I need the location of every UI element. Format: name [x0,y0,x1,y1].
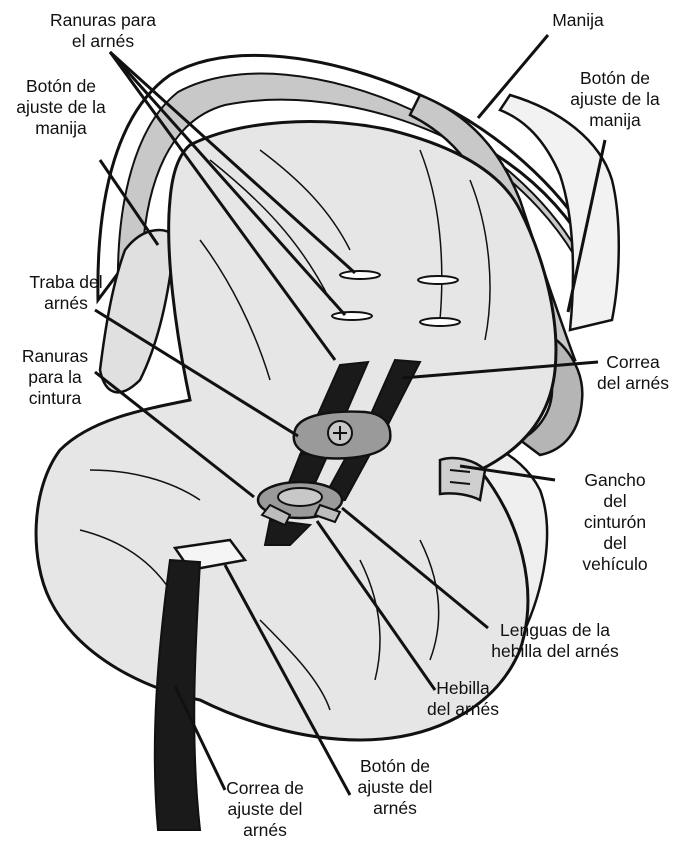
buckle [258,482,342,525]
label-buckle: Hebilla del arnés [408,678,518,720]
label-harness-strap: Correa del arnés [590,352,676,394]
label-vehicle-belt-hook: Gancho del cinturón del vehículo [560,470,670,575]
label-adjustment-strap: Correa de ajuste del arnés [210,778,320,841]
label-handle: Manija [538,10,618,31]
label-harness-slots: Ranuras para el arnés [28,10,178,52]
label-handle-adjust-button-right: Botón de ajuste de la manija [556,68,674,131]
vehicle-belt-hook [440,458,485,500]
label-buckle-tongues: Lenguas de la hebilla del arnés [466,620,644,662]
chest-clip [294,412,391,459]
label-handle-adjust-button-left: Botón de ajuste de la manija [2,76,120,139]
label-waist-slots: Ranuras para la cintura [10,346,100,409]
label-harness-adjust-button: Botón de ajuste del arnés [340,756,450,819]
label-chest-clip: Traba del arnés [16,272,116,314]
